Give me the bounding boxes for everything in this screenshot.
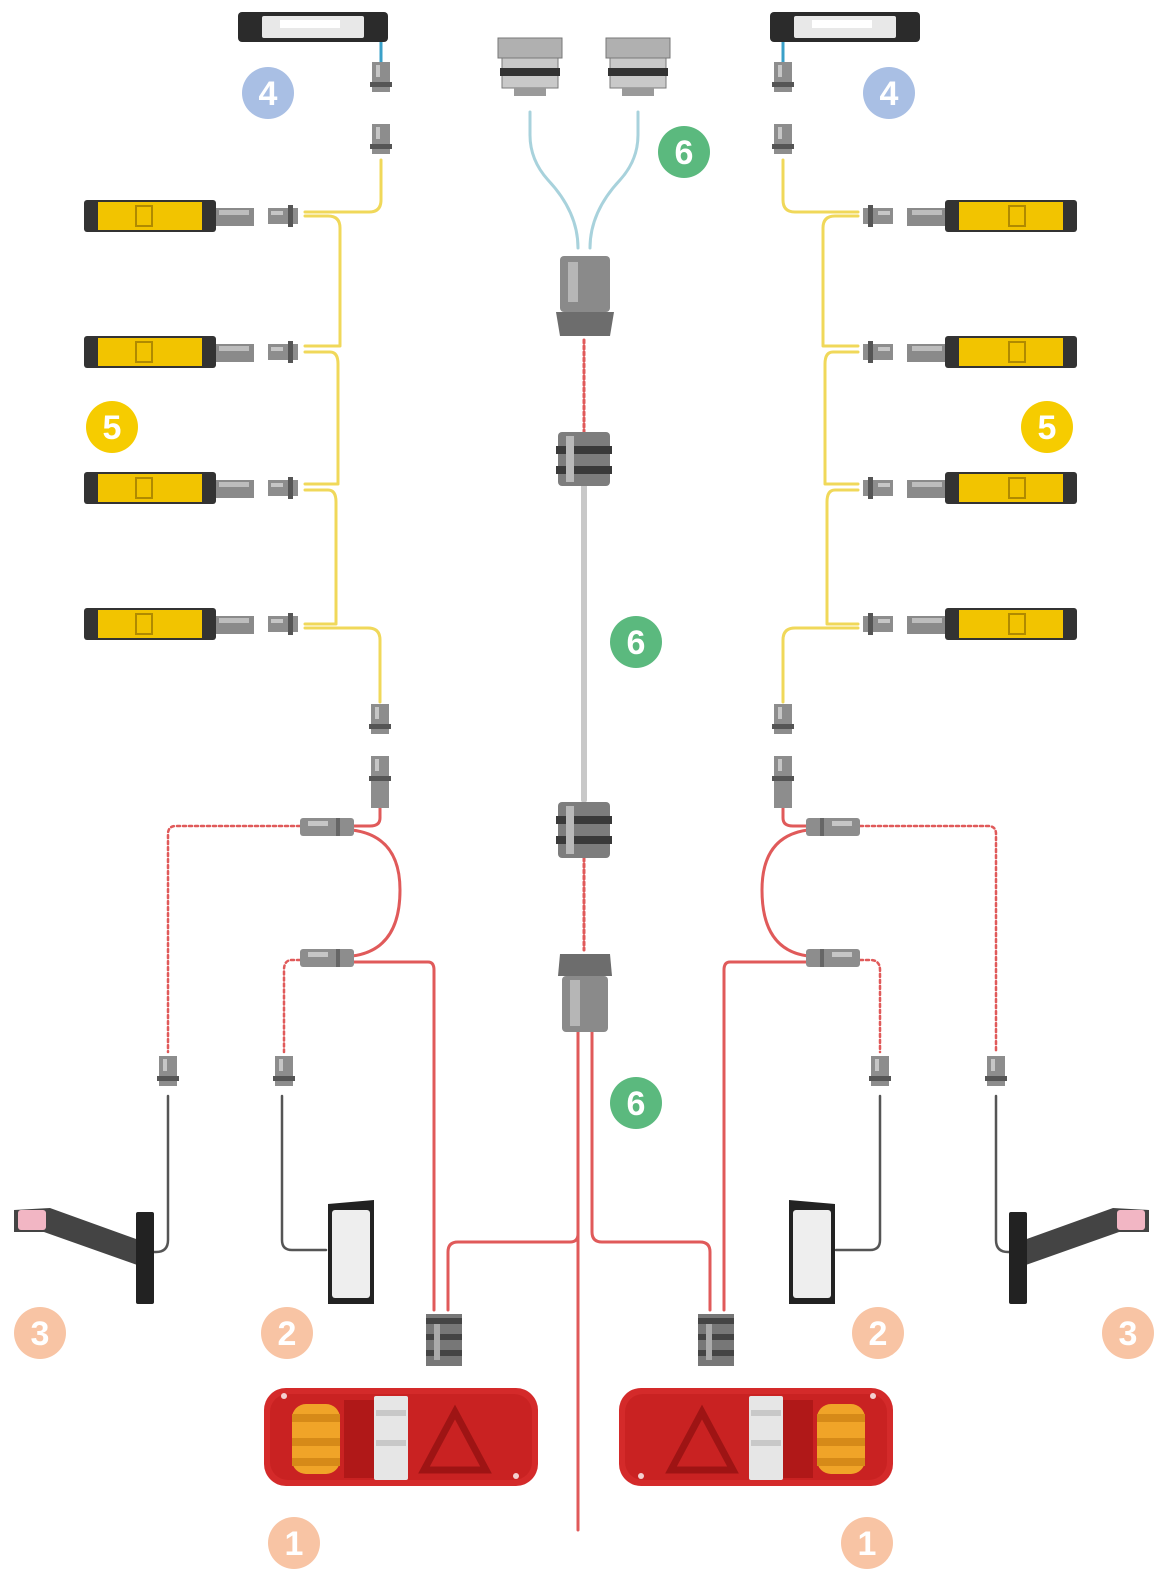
clearance-lamp-right: [770, 12, 920, 42]
yellow-wire: [823, 350, 860, 486]
side-marker-lamp-right-3: [863, 471, 1078, 505]
dark-wire: [994, 1094, 1016, 1254]
side-marker-lamp-left-4: [83, 607, 298, 641]
red-wire: [350, 960, 436, 1312]
outline-marker-lamp-right: [1009, 1208, 1149, 1304]
tail-lamp-plug-right: [698, 1314, 734, 1366]
svg-text:6: 6: [627, 624, 646, 662]
licence-plate-lamp-left: [328, 1200, 374, 1304]
side-marker-lamp-right-4: [863, 607, 1078, 641]
side-connector: [300, 818, 354, 967]
svg-text:2: 2: [869, 1315, 888, 1353]
light-blue-wire: [528, 110, 580, 250]
badge-6-bottom: 6: [610, 1077, 662, 1129]
connector-plug: [869, 1056, 1007, 1086]
rear-lamp-right: [619, 1388, 893, 1486]
red-dotted-wire: [858, 958, 882, 1054]
yellow-wire: [303, 214, 342, 348]
yellow-wire: [303, 488, 338, 626]
badge-1-right: 1: [841, 1517, 893, 1569]
badge-3-right: 3: [1102, 1307, 1154, 1359]
bayonet-socket-right: [605, 37, 671, 97]
licence-plate-lamp-right: [789, 1200, 835, 1304]
rear-lamp-left: [264, 1388, 538, 1486]
wiring: [148, 38, 1016, 1532]
yellow-wire: [781, 158, 860, 214]
svg-text:4: 4: [259, 75, 278, 113]
connector-plug: [369, 704, 391, 808]
distribution-connector-bottom: [558, 954, 612, 1032]
distribution-connector-top: [556, 256, 614, 336]
red-wire: [350, 828, 402, 958]
clearance-lamp-left: [238, 12, 388, 42]
dark-wire: [834, 1094, 882, 1252]
badge-5-left: 5: [86, 401, 138, 453]
tail-lamp-plug-left: [426, 1314, 462, 1366]
side-marker-lamp-left-3: [83, 471, 298, 505]
badge-2-left: 2: [261, 1307, 313, 1359]
badge-1-left: 1: [268, 1517, 320, 1569]
red-dotted-wire: [858, 824, 998, 1054]
side-marker-lamp-right-2: [863, 335, 1078, 369]
svg-text:5: 5: [103, 409, 122, 447]
side-connector: [806, 818, 860, 967]
red-dotted-wire: [166, 824, 302, 1054]
connector-plug: [772, 62, 794, 154]
connector-plug: [157, 1056, 295, 1086]
red-wire: [781, 806, 810, 828]
svg-text:3: 3: [31, 1315, 50, 1353]
badge-5-right: 5: [1021, 401, 1073, 453]
svg-text:1: 1: [858, 1525, 877, 1563]
dark-wire: [280, 1094, 328, 1252]
badge-4-left: 4: [242, 67, 294, 119]
badge-6-middle: 6: [610, 616, 662, 668]
svg-text:5: 5: [1038, 409, 1057, 447]
red-wire: [350, 806, 382, 828]
svg-text:2: 2: [278, 1315, 297, 1353]
yellow-wire: [303, 158, 383, 214]
light-blue-wire: [588, 110, 640, 250]
bayonet-socket-left: [497, 37, 563, 97]
cable-connector: [556, 432, 612, 486]
side-marker-lamp-right-1: [863, 199, 1078, 233]
cable-connector: [556, 802, 612, 858]
red-dotted-wire: [282, 958, 302, 1054]
connector-plug: [772, 704, 794, 808]
badge-2-right: 2: [852, 1307, 904, 1359]
badge-4-right: 4: [863, 67, 915, 119]
svg-text:4: 4: [880, 75, 899, 113]
badge-3-left: 3: [14, 1307, 66, 1359]
connector-plug: [370, 62, 392, 154]
svg-text:3: 3: [1119, 1315, 1138, 1353]
dark-wire: [148, 1094, 170, 1254]
yellow-wire: [781, 626, 860, 704]
yellow-wire: [303, 350, 340, 486]
svg-text:6: 6: [627, 1085, 646, 1123]
yellow-wire: [821, 214, 860, 348]
side-marker-lamp-left-1: [83, 199, 298, 233]
red-wire: [760, 828, 810, 958]
badge-6-top: 6: [658, 126, 710, 178]
svg-text:1: 1: [285, 1525, 304, 1563]
red-wire: [722, 960, 810, 1312]
svg-text:6: 6: [675, 134, 694, 172]
red-wire: [446, 1030, 580, 1532]
yellow-wire: [825, 488, 860, 626]
outline-marker-lamp-left: [14, 1208, 154, 1304]
yellow-wire: [303, 626, 382, 704]
side-marker-lamp-left-2: [83, 335, 298, 369]
red-wire: [590, 1030, 712, 1312]
